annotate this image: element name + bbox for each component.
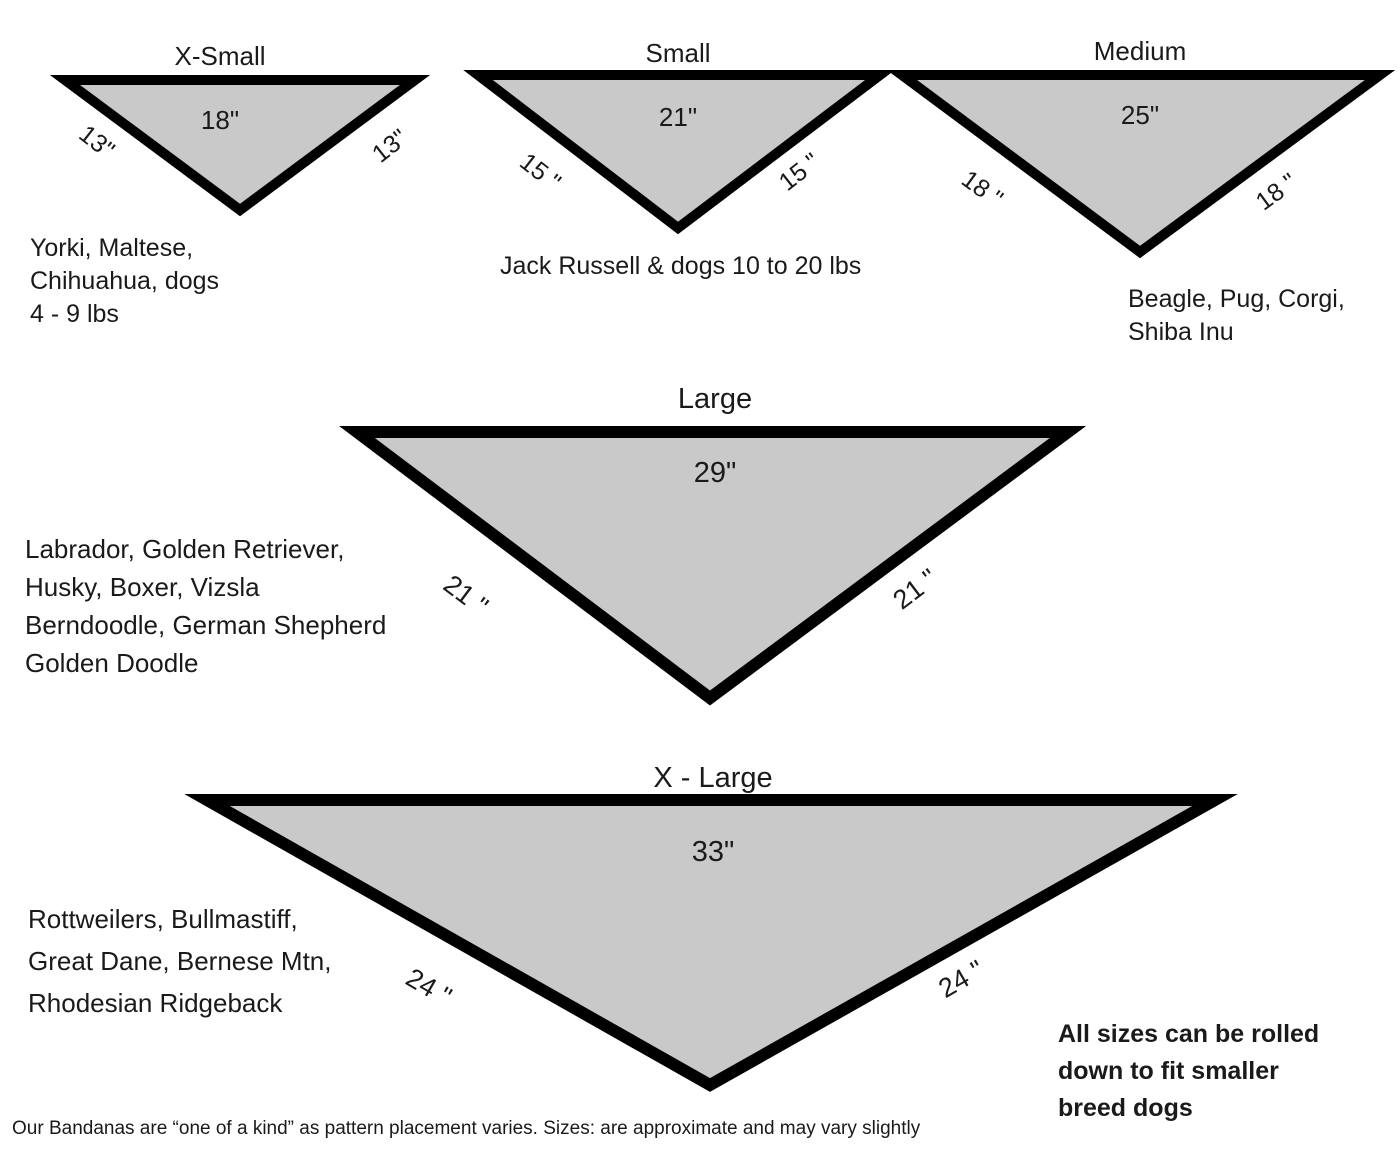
- medium-title-block: Medium 25": [1040, 3, 1240, 163]
- medium-bandana-shape: [886, 70, 1396, 259]
- disclaimer-text: Our Bandanas are “one of a kind” as patt…: [12, 1118, 921, 1139]
- large-size-name: Large: [677, 383, 753, 415]
- small-size-name: Small: [645, 38, 711, 68]
- medium-size-name: Medium: [1093, 36, 1187, 66]
- medium-neck-measurement: 25": [1120, 100, 1160, 130]
- small-breed-list: Jack Russell & dogs 10 to 20 lbs: [500, 252, 862, 280]
- large-breed-list: Labrador, Golden Retriever, Husky, Boxer…: [25, 534, 387, 678]
- xlarge-breed-list: Rottweilers, Bullmastiff, Great Dane, Be…: [28, 904, 332, 1018]
- xsmall-neck-measurement: 18": [200, 105, 240, 135]
- roll-down-note: All sizes can be rolled down to fit smal…: [1058, 1020, 1320, 1122]
- xsmall-size-name: X-Small: [174, 41, 266, 71]
- small-neck-measurement: 21": [658, 102, 698, 132]
- xlarge-neck-measurement: 33": [691, 836, 735, 868]
- xlarge-size-name: X - Large: [653, 762, 773, 794]
- large-neck-measurement: 29": [693, 457, 737, 489]
- xsmall-bandana-shape: [49, 75, 431, 217]
- large-title-block: Large 29": [615, 344, 815, 529]
- small-title-block: Small 21": [578, 5, 778, 165]
- medium-breed-list: Beagle, Pug, Corgi, Shiba Inu: [1128, 285, 1345, 346]
- xsmall-title-block: X-Small 18": [110, 8, 330, 168]
- large-bandana-shape: [339, 426, 1087, 706]
- small-bandana-shape: [463, 70, 895, 235]
- xlarge-title-block: X - Large 33": [608, 723, 818, 908]
- xlarge-bandana-shape: [184, 794, 1238, 1092]
- xsmall-breed-list: Yorki, Maltese, Chihuahua, dogs 4 - 9 lb…: [30, 234, 220, 328]
